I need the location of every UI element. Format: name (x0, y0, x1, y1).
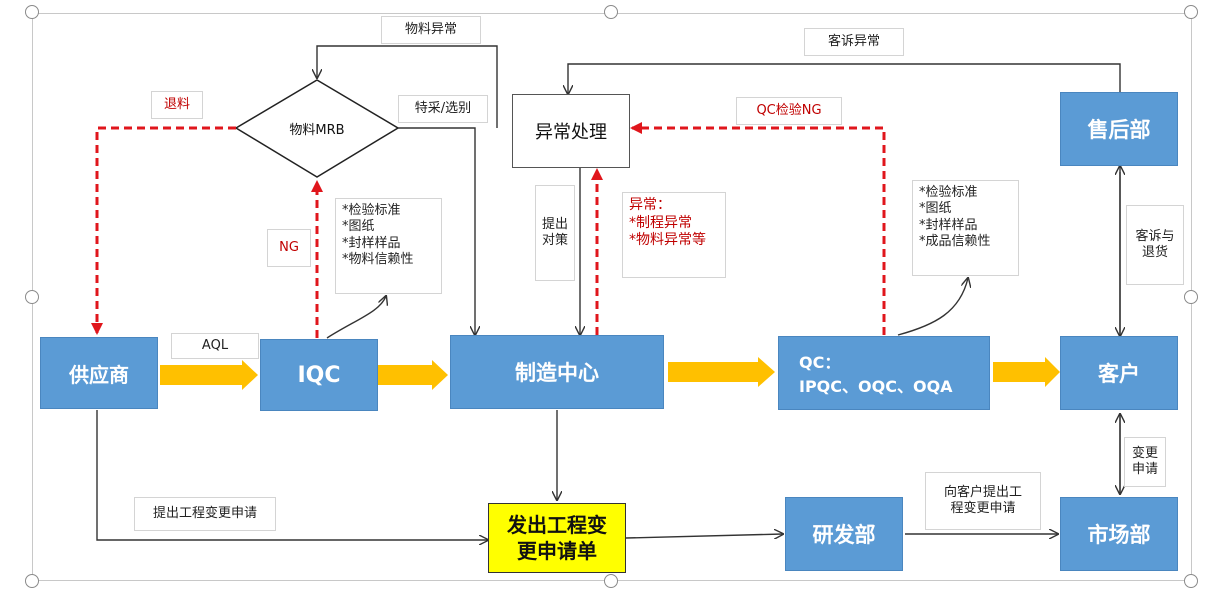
resize-handle-top-mid[interactable] (604, 5, 618, 19)
material-mrb-label: 物料MRB (289, 122, 345, 138)
resize-handle-mid-left[interactable] (25, 290, 39, 304)
iqc-reference-item: *物料信赖性 (342, 251, 414, 267)
iqc-reference-list: *检验标准 *图纸 *封样样品 *物料信赖性 (335, 198, 442, 294)
flow-arrow-manufacturing-qc (668, 357, 775, 387)
resize-handle-bottom-left[interactable] (25, 574, 39, 588)
return-material-arrow (91, 126, 236, 335)
ecn-rnd-connector (625, 534, 783, 538)
propose-countermeasure-label: 提出 对策 (535, 185, 575, 281)
exception-handling-box[interactable]: 异常处理 (512, 94, 630, 168)
complaint-exception-connector (568, 63, 1121, 94)
qc-reference-item: *封样样品 (919, 217, 978, 233)
material-exception-label: 物料异常 (381, 16, 481, 44)
change-request-label: 变更 申请 (1124, 437, 1166, 487)
flow-arrow-iqc-manufacturing (378, 360, 448, 390)
customer-engineering-change-label: 向客户提出工 程变更申请 (925, 472, 1041, 530)
rnd-box[interactable]: 研发部 (785, 497, 903, 571)
return-material-label: 退料 (151, 91, 203, 119)
special-selection-label: 特采/选别 (398, 95, 488, 123)
exception-note-item: *制程异常 (629, 214, 692, 231)
mrb-diamond (234, 79, 400, 178)
resize-handle-top-right[interactable] (1184, 5, 1198, 19)
qc-reference-callout (897, 278, 968, 336)
complaint-return-line1: 客诉与 (1135, 228, 1175, 244)
qc-reference-item: *检验标准 (919, 185, 978, 200)
after-sales-box[interactable]: 售后部 (1060, 92, 1178, 166)
flow-arrow-supplier-iqc (160, 360, 258, 390)
marketing-box[interactable]: 市场部 (1060, 497, 1178, 571)
iqc-reference-item: *检验标准 (342, 203, 401, 218)
ng-label: NG (267, 229, 311, 267)
complaint-exception-label: 客诉异常 (804, 28, 904, 56)
exception-note-title: 异常： (629, 197, 671, 213)
ecn-line1: 发出工程变 (507, 513, 607, 537)
propose-line2: 对策 (541, 233, 568, 248)
complaint-return-line2: 退货 (1141, 245, 1168, 260)
qc-box-line2: IPQC、OQC、OQA (799, 377, 953, 396)
resize-handle-bottom-right[interactable] (1184, 574, 1198, 588)
supplier-box[interactable]: 供应商 (40, 337, 158, 409)
iqc-box[interactable]: IQC (260, 339, 378, 411)
flow-arrow-qc-customer (993, 357, 1060, 387)
exception-note: 异常： *制程异常 *物料异常等 (622, 192, 726, 278)
qc-reference-item: *成品信赖性 (919, 233, 991, 249)
qc-box[interactable]: QC： IPQC、OQC、OQA (778, 336, 990, 410)
change-request-line2: 申请 (1131, 462, 1158, 477)
iqc-reference-item: *封样样品 (342, 235, 401, 251)
ecn-line2: 更申请单 (517, 539, 597, 563)
qc-inspection-ng-label: QC检验NG (736, 97, 842, 125)
qc-reference-item: *图纸 (919, 201, 952, 217)
material-exception-connector (317, 45, 498, 128)
qc-box-line1: QC： (799, 353, 841, 372)
manufacturing-center-box[interactable]: 制造中心 (450, 335, 664, 409)
exception-note-item: *物料异常等 (629, 232, 706, 248)
change-request-line1: 变更 (1131, 445, 1158, 461)
special-selection-connector (398, 127, 475, 335)
customer-box[interactable]: 客户 (1060, 336, 1178, 410)
customer-ecn-line2: 程变更申请 (950, 501, 1016, 516)
propose-engineering-change-label: 提出工程变更申请 (134, 497, 276, 531)
propose-line1: 提出 (541, 216, 568, 232)
complaint-return-label: 客诉与 退货 (1126, 205, 1184, 285)
customer-ecn-line1: 向客户提出工 (943, 484, 1022, 500)
resize-handle-top-left[interactable] (25, 5, 39, 19)
iqc-reference-item: *图纸 (342, 219, 375, 235)
qc-ng-arrow (630, 122, 886, 335)
aql-label: AQL (171, 333, 259, 359)
resize-handle-bottom-mid[interactable] (604, 574, 618, 588)
resize-handle-mid-right[interactable] (1184, 290, 1198, 304)
iqc-reference-callout (326, 296, 386, 339)
supplier-ecn-connector (96, 410, 488, 540)
qc-reference-list: *检验标准 *图纸 *封样样品 *成品信赖性 (912, 180, 1019, 276)
ecn-form-box[interactable]: 发出工程变 更申请单 (488, 503, 626, 573)
